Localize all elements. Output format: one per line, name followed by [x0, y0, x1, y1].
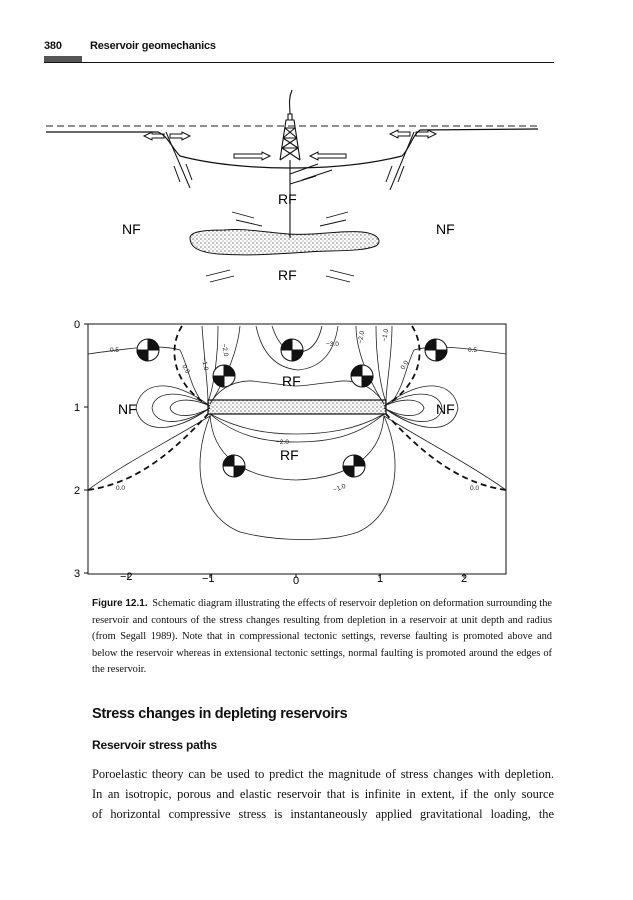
extension-arrows-right: [388, 129, 438, 139]
drilling-derrick: [279, 89, 301, 238]
page-header: 380 Reservoir geomechanics: [44, 40, 554, 70]
running-title: Reservoir geomechanics: [90, 40, 216, 52]
focal-mechanism-5: [350, 364, 374, 388]
stress-contours: [87, 325, 507, 540]
label-nf-left: NF: [122, 221, 141, 237]
focal-mechanism-6: [222, 454, 246, 478]
reservoir-body-plot: [207, 399, 387, 415]
contour-label-neg1-lower: −1.0: [332, 483, 347, 494]
contour-label-0-5-left: 0.5: [110, 347, 119, 354]
schematic-panel: RF NF NF RF: [46, 89, 539, 283]
contour-label-0-upper-left: 0.0: [180, 364, 191, 376]
contour-label-neg2-left: −2.0: [220, 343, 229, 357]
contour-labels: 0.5 0.5 −1.0 −2.0 −3.0 −2.0 −1.0 0.0 0.0…: [110, 328, 479, 494]
plot-label-rf-lower: RF: [280, 447, 299, 463]
x-tick-2: 2: [461, 573, 467, 585]
contour-label-neg3: −3.0: [326, 341, 339, 348]
contour-label-0-upper-right: 0.0: [400, 359, 411, 371]
figure-caption: Figure 12.1. Schematic diagram illustrat…: [92, 596, 552, 679]
contour-label-0-lower-left: 0.0: [116, 485, 125, 492]
focal-mechanisms: [136, 338, 448, 478]
plot-label-rf-upper: RF: [282, 373, 301, 389]
header-tab-bar: [44, 56, 82, 62]
y-tick-2: 2: [74, 485, 80, 497]
contour-label-neg1-right: −1.0: [381, 328, 390, 342]
contour-label-neg2-lower: −2.0: [276, 439, 289, 446]
figure-12-1: RF NF NF RF 0 1 2 3 −2 −1 0 1 2: [46, 89, 539, 587]
reservoir-body-schematic: [189, 228, 380, 256]
label-nf-right: NF: [436, 221, 455, 237]
plot-label-nf-left: NF: [118, 401, 137, 417]
label-rf-upper: RF: [278, 191, 297, 207]
subsection-heading: Reservoir stress paths: [92, 738, 217, 752]
section-heading: Stress changes in depleting reservoirs: [92, 706, 348, 722]
contour-label-neg1-left: −1.0: [200, 357, 209, 371]
body-paragraph: Poroelastic theory can be used to predic…: [92, 764, 554, 824]
body-line-1: Poroelastic theory can be used to predic…: [92, 767, 554, 781]
y-tick-3: 3: [74, 568, 80, 580]
extension-arrows-left: [142, 131, 192, 141]
focal-mechanism-7: [342, 454, 366, 478]
contour-label-neg2-right: −2.0: [357, 330, 366, 344]
x-tick-1: 1: [377, 573, 383, 585]
page-number: 380: [44, 40, 62, 52]
focal-mechanism-1: [136, 338, 160, 362]
y-tick-1: 1: [74, 402, 80, 414]
compression-arrows: [233, 151, 347, 161]
shear-arrows: [205, 211, 355, 283]
focal-mechanism-2: [280, 338, 304, 362]
zero-stress-contours: [87, 325, 507, 491]
contour-panel: 0 1 2 3 −2 −1 0 1 2: [74, 319, 507, 587]
contour-label-0-lower-right: 0.0: [470, 485, 479, 492]
plot-frame: [87, 323, 507, 575]
surface-faults: [165, 131, 415, 191]
body-line-2: In an isotropic, porous and elastic rese…: [92, 787, 554, 801]
x-tick-0: 0: [293, 575, 299, 587]
y-axis: [84, 323, 88, 574]
figure-caption-text: Schematic diagram illustrating the effec…: [92, 598, 552, 676]
contour-label-0-5-right: 0.5: [468, 347, 477, 354]
plot-label-nf-right: NF: [436, 401, 455, 417]
x-tick-neg1: −1: [202, 573, 215, 585]
y-tick-0: 0: [74, 319, 80, 331]
x-tick-neg2: −2: [120, 571, 133, 583]
figure-caption-label: Figure 12.1.: [92, 598, 148, 609]
x-axis: [127, 574, 465, 578]
header-rule: [44, 62, 554, 63]
focal-mechanism-4: [212, 364, 236, 388]
label-rf-lower: RF: [278, 267, 297, 283]
body-line-3: of horizontal compressive stress is inst…: [92, 807, 554, 821]
focal-mechanism-3: [424, 338, 448, 362]
